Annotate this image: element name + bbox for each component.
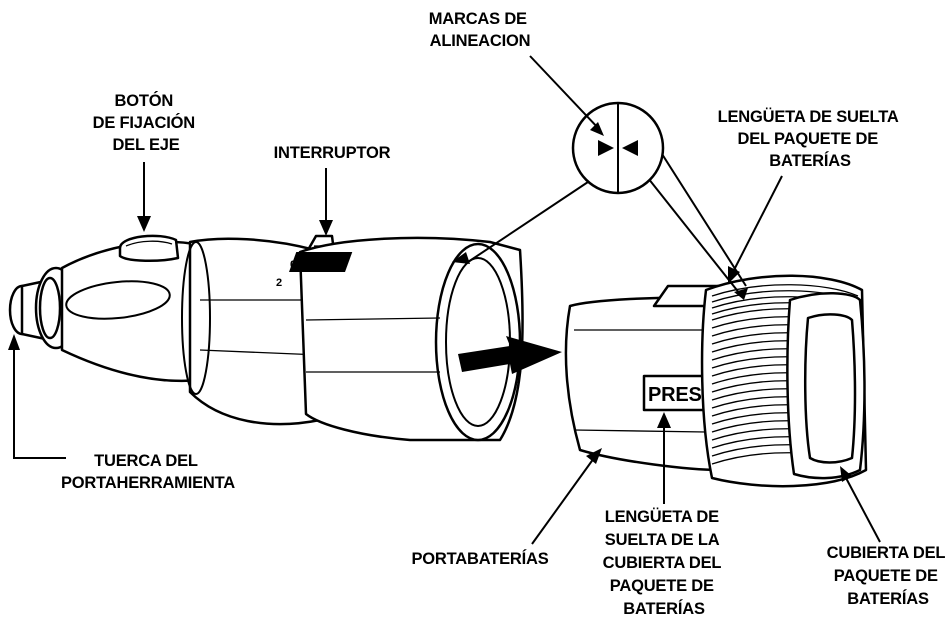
label-cubierta: CUBIERTA DEL PAQUETE DE BATERÍAS [827, 544, 945, 608]
tool-alignment-arrow [452, 252, 470, 264]
zoom-mark-left [598, 140, 614, 156]
battery-pack: PRES [564, 274, 868, 488]
shaft-lock-button [118, 234, 180, 262]
label-marcas: MARCAS DE ALINEACION [429, 10, 532, 50]
label-lengueta-cubierta: LENGÜETA DE SUELTA DE LA CUBIERTA DEL PA… [603, 507, 726, 618]
press-label: PRES [648, 384, 702, 406]
label-portabaterias: PORTABATERÍAS [411, 549, 548, 568]
press-label-box [642, 374, 706, 412]
zoom-mark-right [622, 140, 638, 156]
callout-lines [8, 55, 881, 545]
insert-arrow [458, 336, 562, 374]
labels: MARCAS DE ALINEACION BOTÓN DE FIJACIÓN D… [61, 10, 945, 618]
speed-mark-2: 2 [276, 277, 282, 289]
label-lengueta-paquete: LENGÜETA DE SUELTA DEL PAQUETE DE BATERÍ… [718, 107, 903, 170]
rotary-tool: 2 0 [8, 234, 524, 442]
tool-alignment-bar [289, 252, 353, 272]
label-tuerca: TUERCA DEL PORTAHERRAMIENTA [61, 452, 235, 492]
label-interruptor: INTERRUPTOR [274, 144, 391, 162]
nose-grip-slot [65, 280, 171, 320]
label-boton: BOTÓN DE FIJACIÓN DEL EJE [93, 91, 200, 154]
nose-cone [60, 240, 202, 383]
